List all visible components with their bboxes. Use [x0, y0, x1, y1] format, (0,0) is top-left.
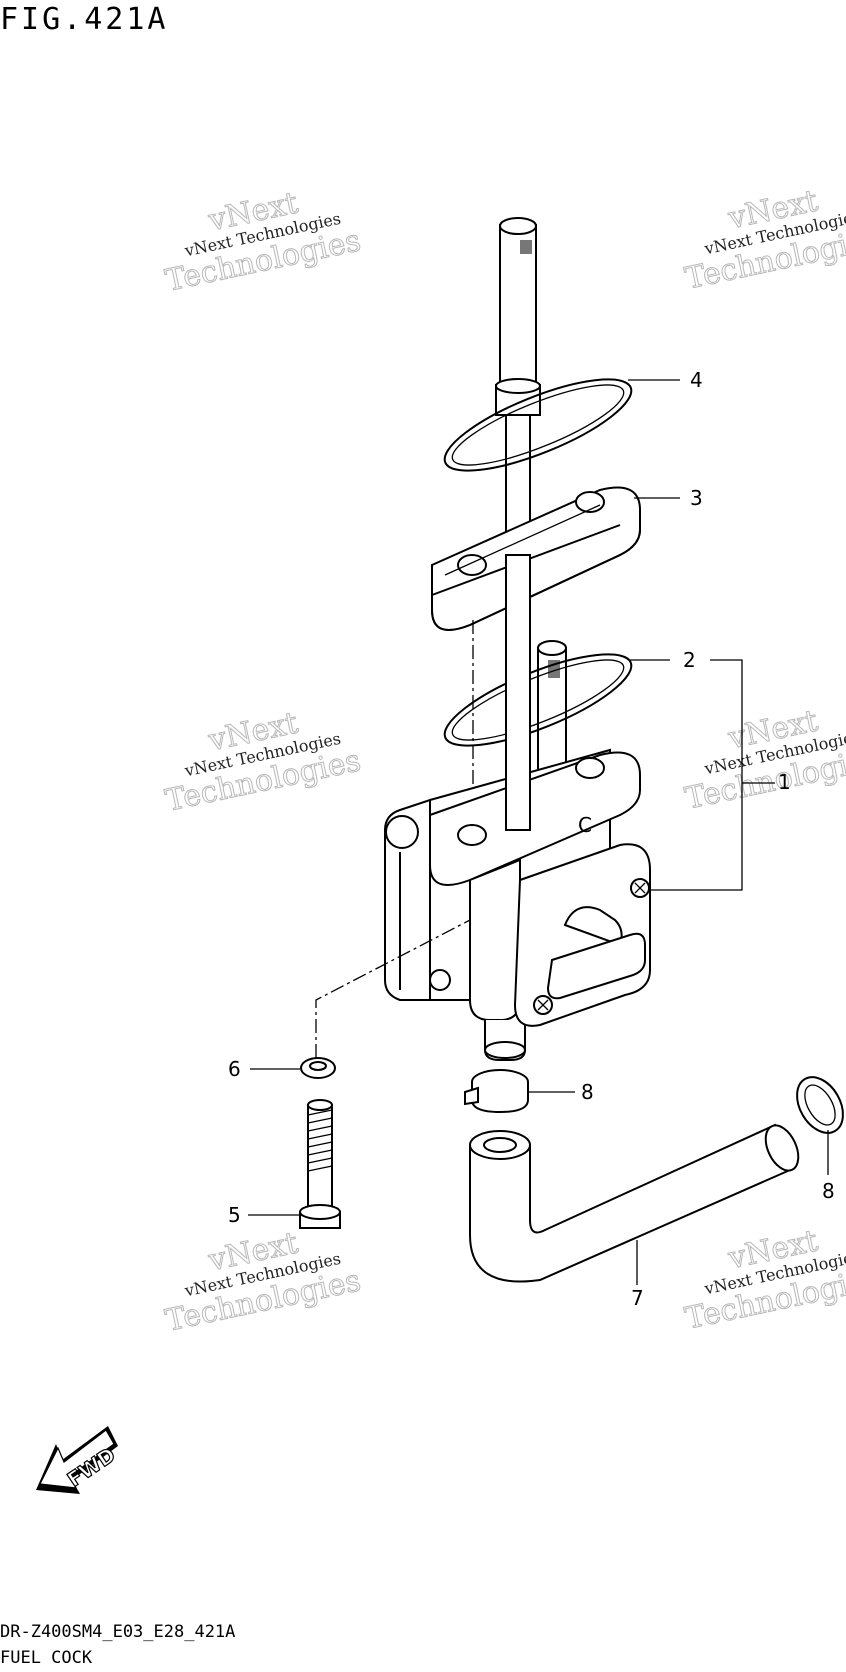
callout-4: 4: [690, 368, 703, 392]
callout-3: 3: [690, 486, 703, 510]
callout-2: 2: [683, 648, 696, 672]
svg-text:C: C: [578, 813, 592, 837]
part-fuel-cock-body: C: [384, 554, 651, 1061]
fwd-arrow-icon: FWD: [36, 1426, 120, 1494]
watermark-top-left: vNext Technologies vNext Technologies: [162, 185, 364, 299]
watermark-top-right: vNext Technologies vNext Technologies: [682, 183, 846, 297]
watermark-bottom-left: vNext Technologies vNext Technologies: [162, 1225, 364, 1339]
part-filter-screen: [495, 217, 541, 556]
part-washer: [300, 1057, 336, 1079]
callout-8-left: 8: [581, 1080, 594, 1104]
part-gasket: [431, 486, 641, 631]
section-name: FUEL COCK: [0, 1648, 93, 1668]
part-hose: [469, 1123, 800, 1283]
part-clamp-right: [796, 1076, 844, 1134]
model-code: DR-Z400SM4_E03_E28_421A: [0, 1622, 236, 1642]
watermark-mid-left: vNext Technologies vNext Technologies: [162, 705, 364, 819]
watermark-bottom-right: vNext Technologies vNext Technologies: [682, 1223, 846, 1337]
callout-5: 5: [228, 1203, 241, 1227]
callout-1: 1: [778, 770, 791, 794]
callout-7: 7: [631, 1286, 644, 1310]
part-oring-upper: [443, 378, 633, 472]
watermark-mid-right: vNext Technologies vNext Technologies: [682, 703, 846, 817]
part-clamp-left: [464, 1069, 529, 1114]
figure-title: FIG.421A: [0, 2, 169, 37]
callout-8-right: 8: [822, 1179, 835, 1203]
callout-6: 6: [228, 1057, 241, 1081]
leader-lines: [248, 379, 829, 1285]
part-bolt: [299, 1099, 341, 1229]
